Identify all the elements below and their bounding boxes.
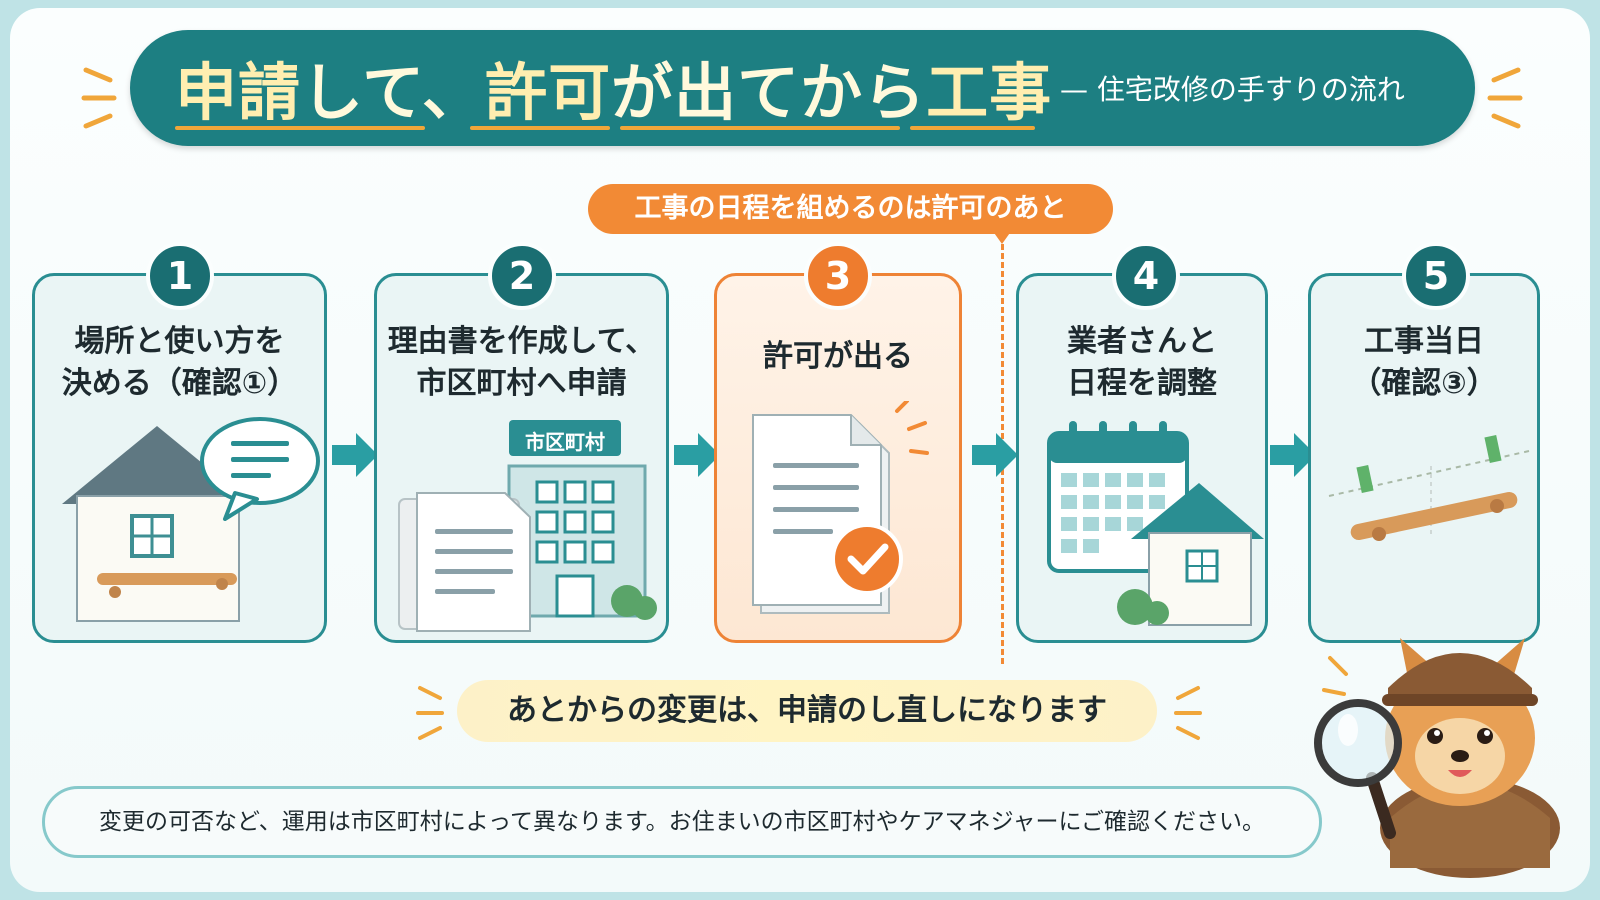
title-part-construction: 工事 bbox=[926, 56, 1053, 129]
title-part-shite: して、 bbox=[301, 56, 486, 129]
arrow-right-icon bbox=[1270, 433, 1316, 477]
handrail-icon bbox=[1328, 435, 1530, 541]
title-underline bbox=[910, 126, 1035, 130]
house-icon bbox=[62, 426, 252, 622]
step-number-2: 2 bbox=[488, 242, 556, 310]
approved-document-icon bbox=[752, 401, 929, 614]
speech-bubble-icon bbox=[200, 417, 320, 521]
sparkle-icon bbox=[416, 686, 444, 740]
city-hall-sign: 市区町村 bbox=[525, 430, 605, 454]
callout-pointer bbox=[992, 230, 1012, 244]
resubmission-warning: あとからの変更は、申請のし直しになります bbox=[457, 680, 1157, 742]
arrow-right-icon bbox=[332, 433, 378, 477]
title-part-gadete: が出てから bbox=[611, 56, 927, 129]
step-card-2: 理由書を作成して、 市区町村へ申請 市区町村 bbox=[374, 273, 669, 643]
infographic-frame: 申請して、許可が出てから工事 — 住宅改修の手すりの流れ 工事の日程を組めるのは… bbox=[10, 8, 1590, 892]
schedule-after-permit-callout: 工事の日程を組めるのは許可のあと bbox=[588, 184, 1113, 234]
title-underline bbox=[470, 126, 610, 130]
document-icon bbox=[398, 492, 531, 632]
step-number-5: 5 bbox=[1402, 242, 1470, 310]
step-title: 理由書を作成して、 市区町村へ申請 bbox=[387, 324, 656, 401]
step-title: 許可が出る bbox=[763, 339, 913, 374]
step-card-5: 工事当日 （確認③） bbox=[1308, 273, 1540, 643]
calendar-icon bbox=[1047, 421, 1264, 626]
step-number-4: 4 bbox=[1112, 242, 1180, 310]
title-underline bbox=[175, 126, 425, 130]
step-number-3: 3 bbox=[804, 242, 872, 310]
title-part-apply: 申請 bbox=[175, 56, 302, 129]
page-title: 申請して、許可が出てから工事 bbox=[175, 42, 1052, 132]
step-title: 工事当日 （確認③） bbox=[1351, 324, 1497, 401]
step-number-1: 1 bbox=[146, 242, 214, 310]
sparkle-icon bbox=[81, 67, 117, 129]
arrow-right-icon bbox=[972, 433, 1018, 477]
sparkle-icon bbox=[1487, 67, 1523, 129]
footer-disclaimer: 変更の可否など、運用は市区町村によって異なります。お住まいの市区町村やケアマネジ… bbox=[42, 786, 1322, 858]
detective-dog-mascot bbox=[1314, 638, 1560, 878]
page-subtitle: — 住宅改修の手すりの流れ bbox=[1060, 73, 1405, 106]
title-underline bbox=[620, 126, 900, 130]
check-icon bbox=[831, 523, 903, 595]
step-card-4: 業者さんと 日程を調整 bbox=[1016, 273, 1268, 643]
step-title: 場所と使い方を 決める（確認①） bbox=[61, 324, 298, 401]
sparkle-icon bbox=[1174, 686, 1202, 740]
step-title: 業者さんと 日程を調整 bbox=[1067, 324, 1217, 401]
arrow-right-icon bbox=[674, 433, 720, 477]
step-card-1: 場所と使い方を 決める（確認①） bbox=[32, 273, 327, 643]
title-part-permit: 許可 bbox=[485, 56, 612, 129]
house-icon bbox=[1117, 483, 1264, 626]
handrail-icon bbox=[97, 573, 237, 585]
step-card-3: 許可が出る bbox=[714, 273, 962, 643]
